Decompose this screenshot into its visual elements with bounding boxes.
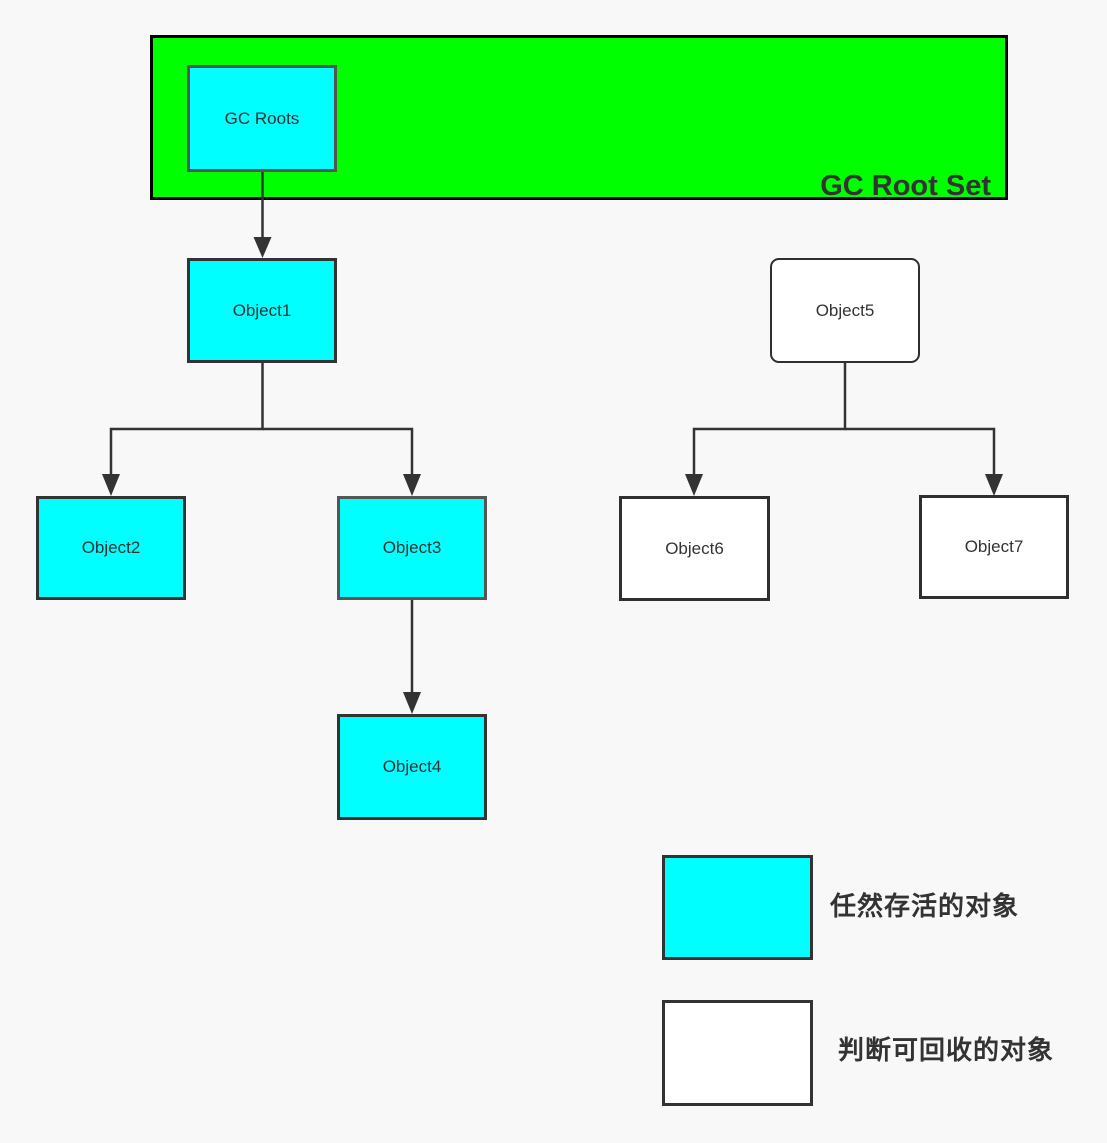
node-object3-label: Object3 [382, 538, 442, 557]
node-object7-label: Object7 [964, 537, 1024, 556]
node-object2-label: Object2 [81, 538, 141, 557]
node-object5: Object5 [770, 258, 920, 363]
node-object6: Object6 [619, 496, 770, 601]
connector-object5-children [685, 363, 1003, 496]
node-object1-label: Object1 [232, 300, 292, 320]
node-object5-label: Object5 [815, 300, 875, 320]
node-object4-label: Object4 [382, 757, 442, 776]
node-object3: Object3 [337, 496, 487, 600]
node-object4: Object4 [337, 714, 487, 820]
connector-object3-object4 [403, 600, 421, 714]
node-object1: Object1 [187, 258, 337, 363]
legend-swatch-recyclable [662, 1000, 813, 1106]
legend-label-alive: 任然存活的对象 [830, 891, 1020, 921]
node-object2: Object2 [36, 496, 186, 600]
node-gc-roots-label: GC Roots [224, 108, 300, 128]
legend-label-recyclable: 判断可回收的对象 [838, 1035, 1055, 1065]
legend-swatch-alive [662, 855, 813, 960]
node-object6-label: Object6 [665, 538, 724, 558]
gc-root-set-title: GC Root Set [820, 170, 991, 200]
connector-object1-children [102, 363, 421, 496]
node-object7: Object7 [919, 495, 1069, 599]
node-gc-roots: GC Roots [187, 65, 337, 172]
